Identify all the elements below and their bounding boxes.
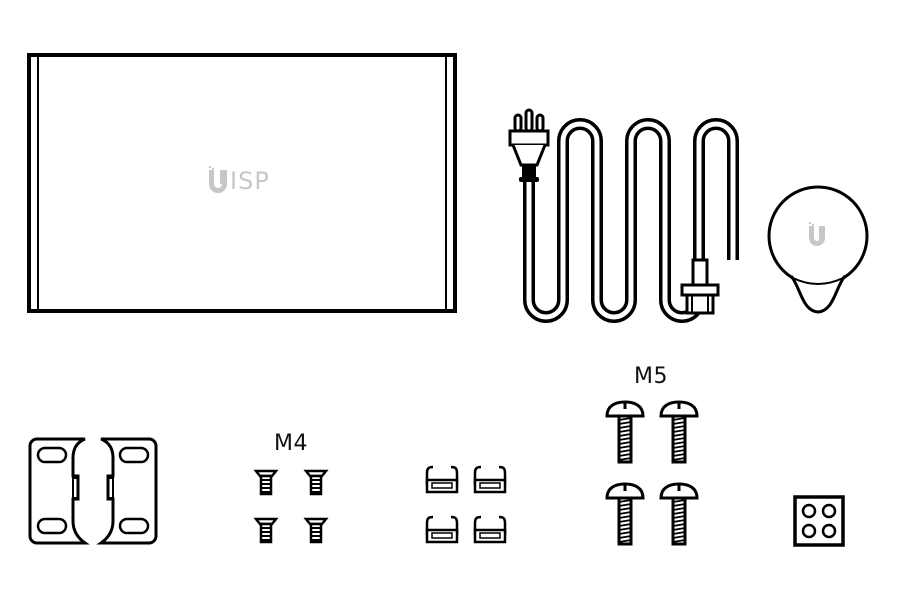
m4-screw-icon xyxy=(254,517,278,544)
rubber-feet xyxy=(793,495,845,547)
power-plug-icon xyxy=(508,108,550,182)
cable-clip-icon xyxy=(424,465,459,494)
uisp-logo-icon xyxy=(209,166,227,193)
ubiquiti-logo-icon xyxy=(809,222,825,246)
bracket-right-icon xyxy=(96,437,158,545)
router-logo-text: ISP xyxy=(230,167,270,195)
cable-clips xyxy=(423,463,511,547)
rack-brackets xyxy=(27,436,159,548)
cable-clip-icon xyxy=(472,465,507,494)
cable-clip-icon xyxy=(424,515,459,544)
m5-screw-icon xyxy=(605,400,645,464)
cable-clip-icon xyxy=(472,515,507,544)
bracket-left-icon xyxy=(28,437,90,545)
m5-screw-icon xyxy=(659,482,699,546)
router-device: ISP xyxy=(27,53,457,315)
iec-connector-icon xyxy=(680,258,720,315)
m4-screws xyxy=(254,468,330,548)
m4-screw-icon xyxy=(254,469,278,496)
m5-screw-icon xyxy=(605,482,645,546)
rubber-foot-icon xyxy=(801,503,817,519)
rubber-foot-icon xyxy=(821,503,837,519)
mount-cap xyxy=(766,185,872,318)
m4-screw-icon xyxy=(304,517,328,544)
m4-label: M4 xyxy=(274,431,308,456)
rubber-foot-icon xyxy=(821,523,837,539)
m4-screw-icon xyxy=(304,469,328,496)
m5-screws xyxy=(603,398,703,548)
rubber-foot-icon xyxy=(801,523,817,539)
m5-label: M5 xyxy=(634,364,668,389)
m5-screw-icon xyxy=(659,400,699,464)
power-cord xyxy=(505,105,739,325)
